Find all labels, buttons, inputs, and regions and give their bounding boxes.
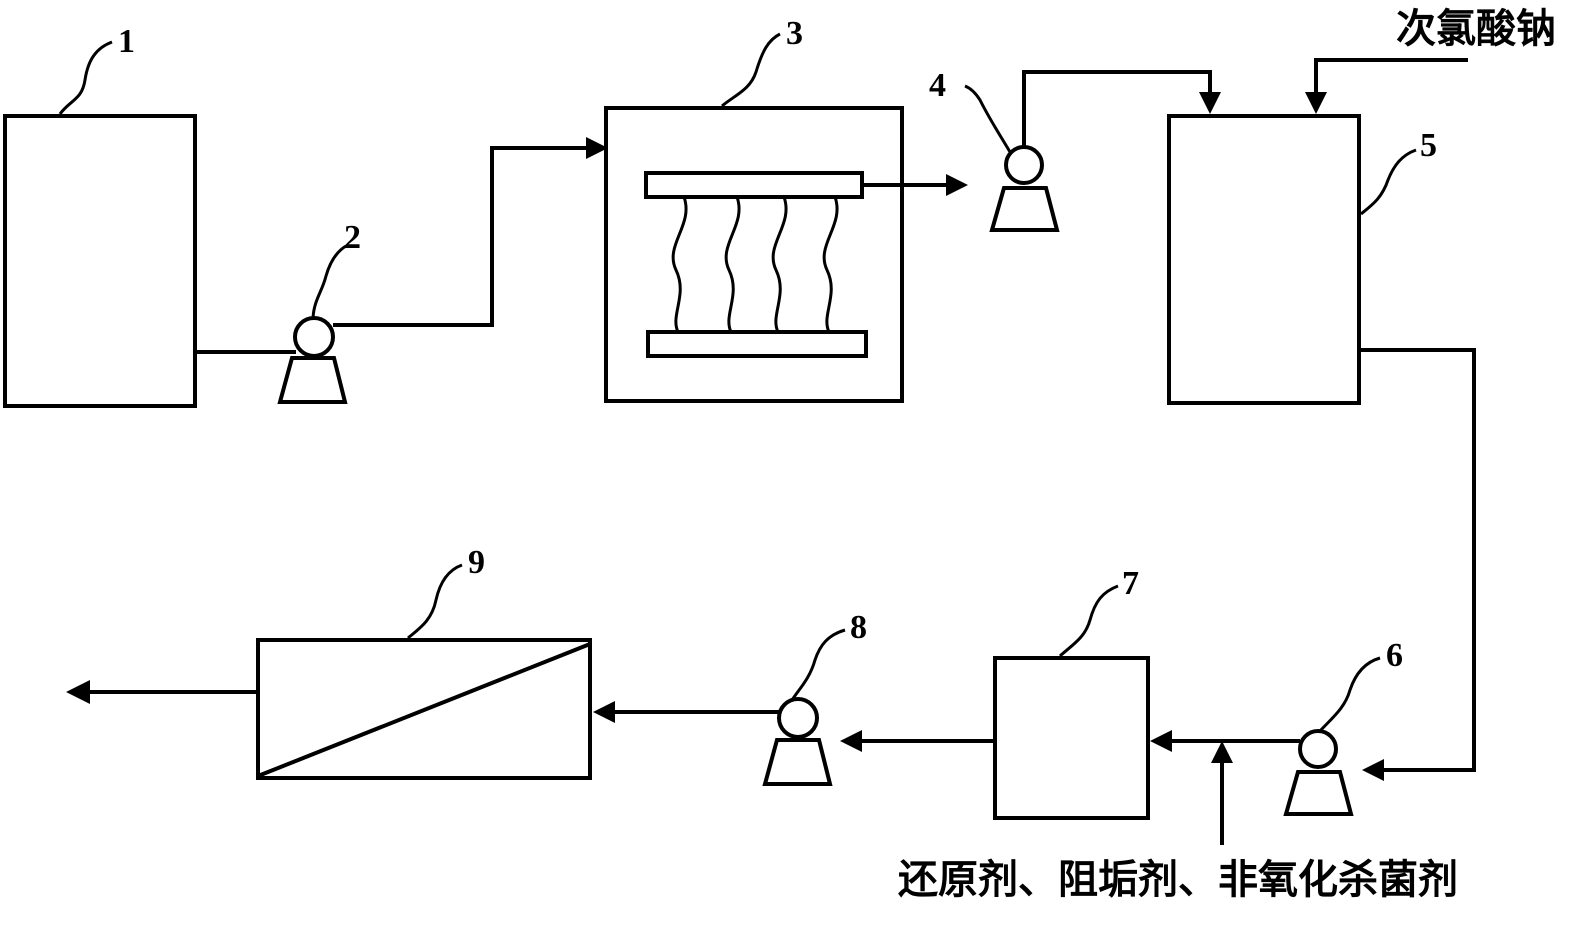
hypochlorite-label: 次氯酸钠 — [1396, 6, 1556, 52]
label-5: 5 — [1420, 127, 1437, 164]
leader-8 — [790, 628, 846, 701]
label-1: 1 — [118, 23, 135, 60]
leader-2 — [311, 244, 347, 319]
filter-7 — [993, 656, 1150, 820]
arrow-outlet — [66, 680, 90, 704]
fiber-3 — [771, 196, 788, 333]
label-8: 8 — [850, 609, 867, 646]
arrow-dosing — [1211, 741, 1233, 763]
label-3: 3 — [786, 15, 803, 52]
fiber-2 — [724, 196, 741, 333]
leader-9 — [407, 563, 463, 640]
arrow-into-3 — [586, 137, 608, 159]
upper-header-3 — [644, 171, 864, 199]
fiber-4 — [822, 196, 839, 333]
arrow-into-8 — [840, 730, 862, 752]
pipe-4-5 — [1022, 70, 1212, 147]
label-7: 7 — [1122, 565, 1139, 602]
fiber-1 — [671, 196, 688, 333]
leader-1 — [58, 40, 113, 115]
label-4: 4 — [929, 67, 946, 104]
pump-8 — [762, 697, 833, 786]
ro-membrane-diagonal — [257, 642, 591, 778]
leader-7 — [1058, 584, 1119, 658]
arrow-into-5a — [1199, 92, 1221, 114]
pipe-2-3 — [333, 146, 592, 327]
leader-5 — [1360, 148, 1417, 216]
leader-3 — [721, 32, 781, 108]
tank-5 — [1167, 114, 1361, 405]
leader-6 — [1318, 656, 1381, 733]
pipe-hypochlorite — [1314, 58, 1468, 96]
arrow-into-9 — [593, 701, 615, 723]
lower-header-3 — [646, 330, 868, 358]
pump-2 — [277, 316, 348, 404]
arrow-into-4 — [946, 174, 968, 196]
arrow-into-7 — [1150, 730, 1172, 752]
tank-1 — [3, 114, 197, 408]
pipe-5-6 — [1359, 348, 1476, 772]
pump-4 — [989, 145, 1060, 232]
arrow-into-6 — [1362, 759, 1384, 781]
label-6: 6 — [1386, 637, 1403, 674]
label-2: 2 — [344, 219, 361, 256]
chemical-label: 还原剂、阻垢剂、非氧化杀菌剂 — [898, 857, 1458, 903]
label-9: 9 — [468, 544, 485, 581]
pump-6 — [1283, 729, 1354, 816]
leader-4 — [964, 84, 1012, 153]
arrow-into-5b — [1305, 92, 1327, 114]
